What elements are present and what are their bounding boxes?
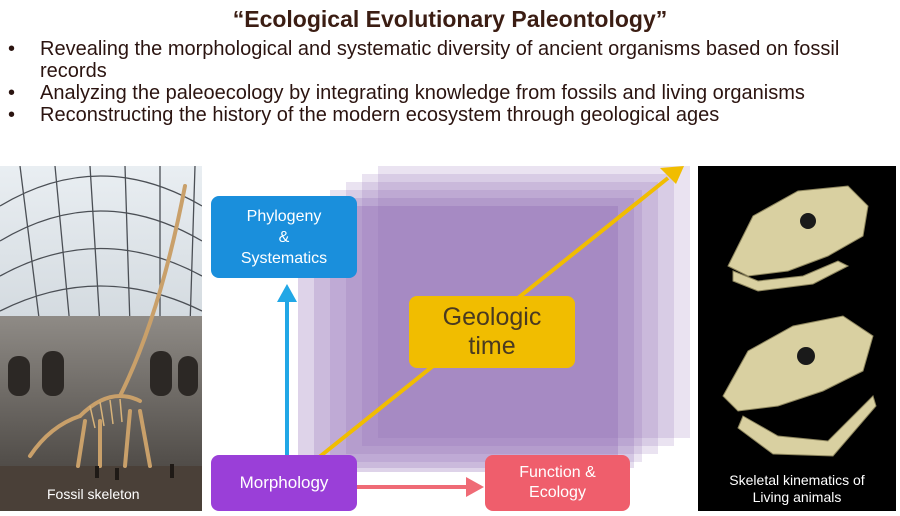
museum-hall-illustration	[0, 166, 202, 511]
geologic-label: Geologic	[442, 303, 542, 331]
bullet-dot: •	[8, 38, 16, 60]
bullet-dot: •	[8, 82, 16, 104]
morphology-box: Morphology	[211, 455, 357, 511]
function-label: Function &	[519, 464, 596, 481]
bullet-item: • Analyzing the paleoecology by integrati…	[8, 82, 888, 104]
bullet-item: • Reconstructing the history of the moder…	[8, 104, 888, 126]
function-ecology-box: Function & Ecology	[485, 455, 630, 511]
phylogeny-systematics-box: Phylogeny & Systematics	[211, 196, 357, 278]
skeletal-kinematics-caption-line2: Living animals	[752, 489, 842, 505]
bullet-item: • Revealing the morphological and systema…	[8, 38, 888, 82]
fossil-skeleton-photo: Fossil skeleton	[0, 166, 202, 511]
skeletal-kinematics-caption-line1: Skeletal kinematics of	[729, 472, 865, 488]
phylogeny-arrowhead	[277, 284, 297, 302]
fossil-skeleton-caption: Fossil skeleton	[47, 486, 140, 502]
geologic-time-box: Geologic time	[409, 296, 575, 368]
phylogeny-label: Phylogeny	[246, 207, 322, 225]
page-title: “Ecological Evolutionary Paleontology”	[232, 6, 668, 32]
bullet-text: Revealing the morphological and systemat…	[40, 38, 840, 82]
bullet-text: Reconstructing the history of the modern…	[40, 104, 720, 126]
time-label: time	[468, 332, 516, 360]
function-arrowhead	[466, 477, 484, 497]
ecology-label: Ecology	[529, 484, 586, 501]
geologic-time-arrowhead	[660, 166, 684, 184]
bullet-list: • Revealing the morphological and systema…	[8, 38, 888, 126]
skull-render-illustration	[722, 185, 877, 457]
bullet-text: Analyzing the paleoecology by integratin…	[40, 82, 805, 104]
bullet-dot: •	[8, 104, 16, 126]
skeletal-kinematics-photo: Skeletal kinematics of Living animals	[698, 166, 896, 511]
morphology-label: Morphology	[239, 473, 329, 492]
phylogeny-ampersand: &	[278, 228, 290, 246]
systematics-label: Systematics	[240, 249, 328, 267]
